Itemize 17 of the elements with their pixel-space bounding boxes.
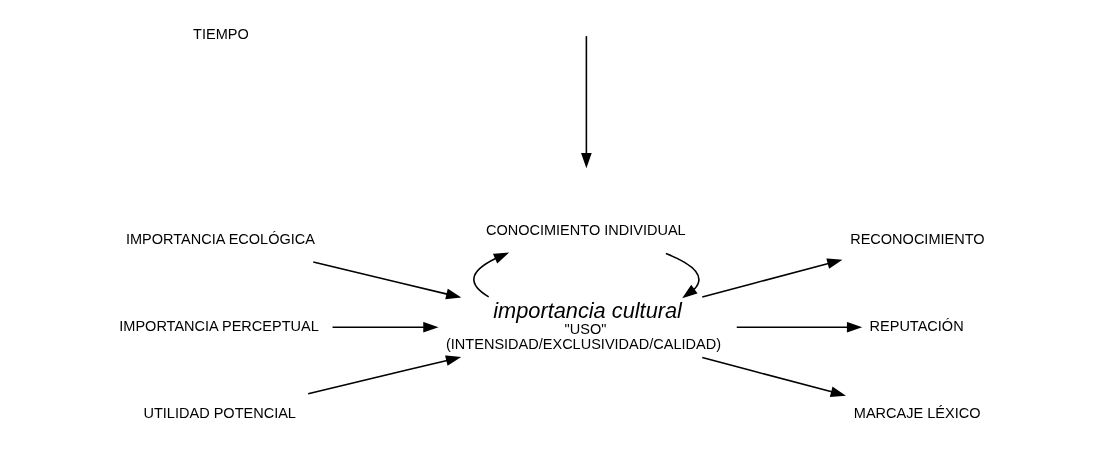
node-text: importancia cultural "USO" (INTENSIDAD/EXCLUSIVIDAD/CALIDAD): [446, 297, 722, 352]
arrow: [701, 258, 843, 298]
arrow: [701, 356, 846, 397]
node-text: CONOCIMIENTO INDIVIDUAL: [485, 221, 686, 238]
node-text: REPUTACIÓN: [869, 317, 964, 334]
arrow: [307, 354, 462, 394]
node-text: UTILIDAD POTENCIAL: [143, 404, 296, 421]
arrow: [331, 321, 439, 333]
arrow: [735, 321, 863, 333]
label: TIEMPO: [193, 25, 249, 42]
arrow: [312, 260, 462, 299]
node-text: IMPORTANCIA ECOLÓGICA: [125, 230, 315, 247]
arrow: [665, 252, 700, 298]
node-text: MARCAJE LÉXICO: [853, 404, 981, 421]
node-text: IMPORTANCIA PERCEPTUAL: [119, 317, 319, 334]
node-text: RECONOCIMIENTO: [850, 230, 985, 247]
arrow: [473, 252, 510, 298]
